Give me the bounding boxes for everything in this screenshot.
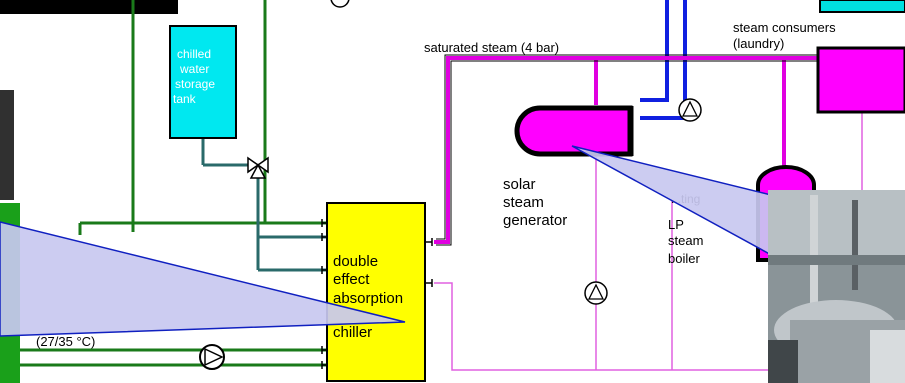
chiller-label-2: effect bbox=[333, 271, 370, 288]
pump-icon bbox=[678, 98, 702, 122]
boiler-label-2: LP bbox=[668, 217, 684, 232]
pump-icon bbox=[199, 344, 225, 370]
chilled-water-storage-tank bbox=[169, 25, 237, 139]
boiler-label-3: steam bbox=[668, 233, 703, 248]
solar-label-2: steam bbox=[503, 194, 544, 211]
tank-label-2: water bbox=[179, 62, 209, 76]
steam-consumers-label-2: (laundry) bbox=[733, 36, 784, 51]
solar-label-3: generator bbox=[503, 212, 567, 229]
steam-consumers-label-1: steam consumers bbox=[733, 20, 836, 35]
chilled-water-pipes bbox=[18, 0, 328, 367]
saturated-steam-label: saturated steam (4 bar) bbox=[424, 40, 559, 55]
tank-pipes bbox=[201, 138, 328, 272]
solar-steam-generator bbox=[514, 105, 634, 157]
tank-label-1: chilled bbox=[177, 47, 211, 61]
left-photo-strip bbox=[0, 90, 14, 200]
valve-icon bbox=[247, 156, 269, 179]
steam-pipes bbox=[434, 56, 905, 244]
top-right-tank bbox=[819, 0, 905, 13]
chiller-label-3: absorption bbox=[333, 290, 403, 307]
chiller-label-4: chiller bbox=[333, 324, 372, 341]
pump-icon bbox=[584, 281, 608, 305]
pump-icon bbox=[330, 0, 350, 8]
steam-consumers-box bbox=[816, 46, 905, 114]
boiler-label-4: boiler bbox=[668, 251, 700, 266]
chiller-ports bbox=[321, 219, 433, 369]
absorption-chiller bbox=[326, 202, 426, 382]
solar-label-1: solar bbox=[503, 176, 536, 193]
top-strip bbox=[0, 0, 178, 14]
cooling-temp-label: (27/35 °C) bbox=[36, 334, 95, 349]
chiller-label-1: double bbox=[333, 253, 378, 270]
tank-label-3: storage bbox=[175, 77, 215, 91]
tank-label-4: tank bbox=[173, 92, 197, 106]
steam-pipe-outline bbox=[436, 54, 820, 246]
equipment-photo bbox=[768, 190, 905, 383]
photo-callout-chiller bbox=[0, 221, 406, 337]
